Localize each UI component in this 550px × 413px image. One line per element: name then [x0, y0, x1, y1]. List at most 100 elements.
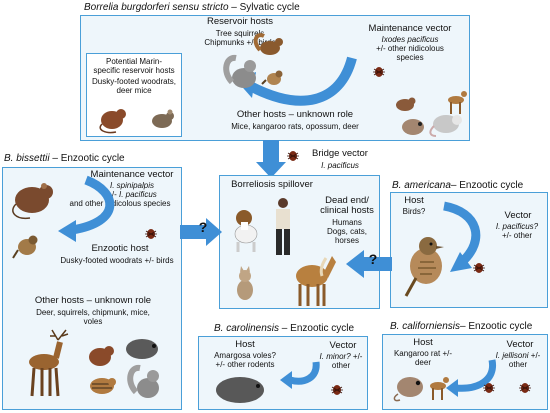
marin-heading-1: Potential Marin- — [105, 57, 163, 66]
tick-icon-bissettii — [145, 229, 157, 239]
reservoir-hosts-heading: Reservoir hosts — [207, 16, 273, 27]
cat-icon — [237, 266, 253, 300]
tick-icon-sylvatic — [373, 67, 385, 77]
vole-icon-carolinensis — [216, 377, 264, 403]
mouse-icon-sylvatic — [396, 97, 416, 111]
americana-vector-heading: Vector — [504, 210, 532, 221]
carolinensis-host-line-2: +/- other rodents — [215, 360, 275, 369]
woodrat-icon — [99, 109, 126, 134]
bissettii-other-line-2: voles — [83, 317, 103, 326]
californiensis-host-line-1: Kangaroo rat +/- — [393, 349, 453, 358]
californiensis-vector-species: I. jellisoni — [495, 351, 529, 360]
horse-icon — [296, 256, 336, 306]
sparrow-icon-bissettii — [12, 235, 38, 259]
californiensis-vector-heading: Vector — [506, 339, 534, 350]
tick-icon-bridge — [287, 151, 299, 161]
bissettii-vector-line-2: +/- I. pacificus — [84, 190, 180, 199]
carolinensis-vector-line-1-rest: +/- — [350, 352, 363, 361]
woodrat-icon-bissettii — [12, 183, 53, 220]
squirrel-icon-bissettii — [127, 364, 159, 398]
sylvatic-vector-species: Ixodes pacificus — [381, 35, 439, 44]
bird-icon-americana — [404, 237, 444, 297]
bridge-down-arrow — [256, 140, 286, 178]
spillover-heading: Borreliosis spillover — [231, 179, 313, 190]
reservoir-line-2: Chipmunks +/- birds — [204, 38, 276, 47]
sylvatic-other-heading: Other hosts – unknown role — [236, 109, 354, 120]
sylvatic-title-species: Borrelia burgdorferi sensu stricto — [84, 2, 229, 13]
carolinensis-host-heading: Host — [235, 339, 255, 350]
bissettii-vector-line-2-species: I. pacificus — [118, 190, 157, 199]
marin-line-1: Dusky-footed woodrats, — [91, 77, 177, 86]
bissettii-other-heading: Other hosts – unknown role — [34, 295, 152, 306]
spillover-line-3: horses — [334, 236, 359, 245]
bissettii-vector-species: I. spinipalpis — [109, 181, 155, 190]
sylvatic-vector-line-2: +/- other nidicolous — [376, 44, 444, 53]
californiensis-cycle-box — [382, 334, 548, 410]
americana-vector-line-2: +/- other — [501, 231, 532, 240]
americana-question-mark: ? — [368, 251, 378, 267]
dog-icon — [234, 210, 258, 252]
californiensis-vector-line-2: other — [508, 360, 528, 369]
opossum-icon — [429, 115, 462, 137]
carolinensis-title: B. carolinensis – Enzootic cycle — [214, 323, 354, 334]
californiensis-vector-line-1-rest: +/- — [528, 351, 541, 360]
marin-line-2: deer mice — [116, 86, 152, 95]
bissettii-vector-line-2-prefix: +/- — [107, 190, 119, 199]
squirrel-icon — [253, 33, 283, 55]
californiensis-host-line-2: deer — [414, 358, 431, 367]
bissettii-vector-line-3: and other nidicolous species — [69, 199, 171, 208]
americana-host-heading: Host — [404, 195, 424, 206]
carolinensis-title-species: B. carolinensis — [214, 323, 280, 334]
bissettii-to-spillover-arrow — [180, 218, 222, 246]
californiensis-vector-line-1: I. jellisoni +/- — [488, 351, 548, 360]
americana-to-spillover-arrow — [346, 250, 392, 278]
carolinensis-vector-species: I. minor? — [319, 352, 351, 361]
bissettii-question-mark: ? — [198, 219, 208, 235]
tick-icon-californiensis-2 — [519, 383, 531, 393]
gray-squirrel-icon — [223, 54, 256, 88]
vole-icon-bissettii — [126, 339, 158, 359]
bridge-vector-species: I. pacificus — [321, 161, 359, 170]
carolinensis-vector-line-2: other — [331, 361, 351, 370]
bissettii-title: B. bissettii – Enzootic cycle — [4, 153, 125, 164]
sylvatic-title-rest: – Sylvatic cycle — [228, 2, 300, 13]
sparrow-icon — [261, 70, 283, 85]
chipmunk-icon-bissettii — [90, 378, 116, 394]
americana-title-rest: – Enzootic cycle — [450, 180, 524, 191]
dead-end-heading-2: clinical hosts — [320, 205, 374, 216]
bissettii-title-rest: – Enzootic cycle — [49, 153, 125, 164]
californiensis-title-species: B. californiensis — [390, 321, 461, 332]
dead-end-heading-1: Dead end/ — [325, 195, 369, 206]
americana-title-species: B. americana — [392, 180, 451, 191]
human-icon — [276, 198, 290, 255]
carolinensis-vector-line-1: I. minor? +/- — [316, 352, 366, 361]
deer-icon-californiensis — [430, 377, 449, 400]
marin-heading-2: specific reservoir hosts — [93, 66, 175, 75]
deer-icon-sylvatic — [448, 91, 467, 114]
sylvatic-vector-line-3: species — [396, 53, 424, 62]
rat-icon-bissettii — [89, 346, 114, 366]
kangaroo-rat-icon-californiensis — [393, 377, 423, 402]
sylvatic-title: Borrelia burgdorferi sensu stricto – Syl… — [84, 2, 300, 13]
sylvatic-other-line: Mice, kangaroo rats, opossum, deer — [231, 122, 359, 131]
bridge-vector-heading: Bridge vector — [312, 148, 368, 159]
americana-host-line: Birds? — [402, 207, 426, 216]
carolinensis-vector-heading: Vector — [329, 340, 357, 351]
bissettii-host-line: Dusky-footed woodrats +/- birds — [60, 256, 174, 265]
tick-icon-californiensis-1 — [483, 383, 495, 393]
bissettii-host-heading: Enzootic host — [91, 243, 149, 254]
spillover-line-1: Humans — [332, 218, 362, 227]
californiensis-title: B. californiensis– Enzootic cycle — [390, 321, 532, 332]
americana-title: B. americana– Enzootic cycle — [392, 180, 523, 191]
californiensis-host-heading: Host — [413, 337, 433, 348]
kangaroo-rat-icon-sylvatic — [402, 119, 424, 135]
sylvatic-vector-heading: Maintenance vector — [368, 23, 452, 34]
carolinensis-host-line-1: Amargosa voles? — [214, 351, 276, 360]
californiensis-title-rest: – Enzootic cycle — [460, 321, 533, 332]
tick-icon-americana — [473, 263, 485, 273]
spillover-line-2: Dogs, cats, — [326, 227, 367, 236]
bissettii-vector-heading: Maintenance vector — [90, 169, 174, 180]
